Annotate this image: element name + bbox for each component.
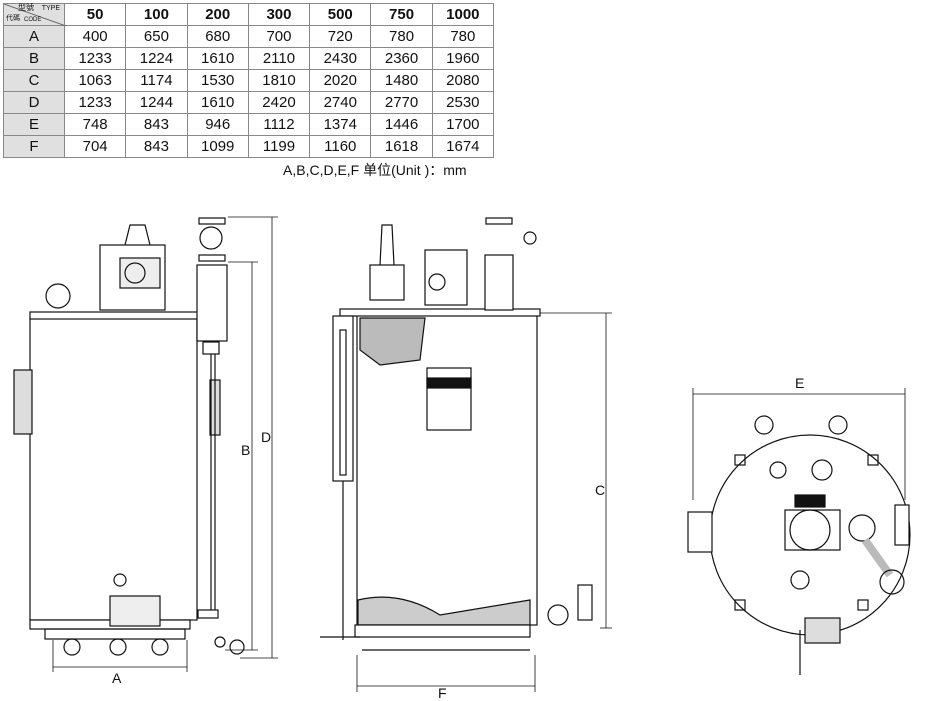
column-header: 200 — [186, 3, 249, 26]
dimension-lines-left — [52, 216, 278, 672]
table-cell: 1674 — [431, 135, 495, 158]
table-cell: 1160 — [309, 135, 372, 158]
dimension-label-e: E — [795, 375, 804, 391]
table-cell: 1618 — [370, 135, 433, 158]
table-cell: 1700 — [431, 113, 495, 136]
dimension-lines-middle — [356, 312, 612, 692]
table-cell: 1199 — [247, 135, 311, 158]
table-cell: 650 — [125, 25, 188, 48]
boiler-side-section-view — [320, 217, 593, 651]
boiler-top-view — [687, 415, 911, 675]
row-code: A — [3, 25, 65, 48]
type-label-cn: 型號 — [18, 3, 34, 12]
table-cell: 843 — [125, 135, 188, 158]
column-header: 1000 — [431, 3, 495, 26]
table-cell: 2430 — [309, 47, 372, 70]
dimension-lines-right — [692, 388, 906, 500]
table-cell: 2740 — [309, 91, 372, 114]
table-cell: 2420 — [247, 91, 311, 114]
dimension-label-c: C — [595, 482, 605, 498]
table-cell: 1480 — [370, 69, 433, 92]
table-cell: 1063 — [63, 69, 127, 92]
table-cell: 1960 — [431, 47, 495, 70]
row-code: C — [3, 69, 65, 92]
boiler-front-view — [13, 217, 245, 656]
table-cell: 843 — [125, 113, 188, 136]
type-label-en: TYPE — [41, 5, 60, 12]
table-cell: 1112 — [247, 113, 311, 136]
table-cell: 680 — [186, 25, 249, 48]
dimension-label-f: F — [438, 685, 447, 701]
dimension-label-b: B — [241, 442, 250, 458]
table-cell: 1099 — [186, 135, 249, 158]
table-cell: 704 — [63, 135, 127, 158]
table-cell: 1530 — [186, 69, 249, 92]
table-cell: 1446 — [370, 113, 433, 136]
column-header: 750 — [370, 3, 433, 26]
row-code: B — [3, 47, 65, 70]
table-cell: 1174 — [125, 69, 188, 92]
table-cell: 780 — [431, 25, 495, 48]
table-cell: 2080 — [431, 69, 495, 92]
table-cell: 1610 — [186, 91, 249, 114]
code-label-cn: 代碼 — [6, 15, 20, 22]
table-cell: 2110 — [247, 47, 311, 70]
unit-note: A,B,C,D,E,F 单位(Unit )：mm — [283, 162, 467, 178]
table-corner-header: 型號 TYPE 代碼 CODE — [3, 3, 66, 26]
table-cell: 1610 — [186, 47, 249, 70]
row-code: D — [3, 91, 65, 114]
dimension-label-a: A — [112, 670, 122, 686]
code-label-en: CODE — [24, 17, 42, 23]
table-cell: 400 — [63, 25, 127, 48]
row-code: E — [3, 113, 65, 136]
table-cell: 2020 — [309, 69, 372, 92]
dimension-label-d: D — [261, 429, 271, 445]
row-code: F — [3, 135, 65, 158]
